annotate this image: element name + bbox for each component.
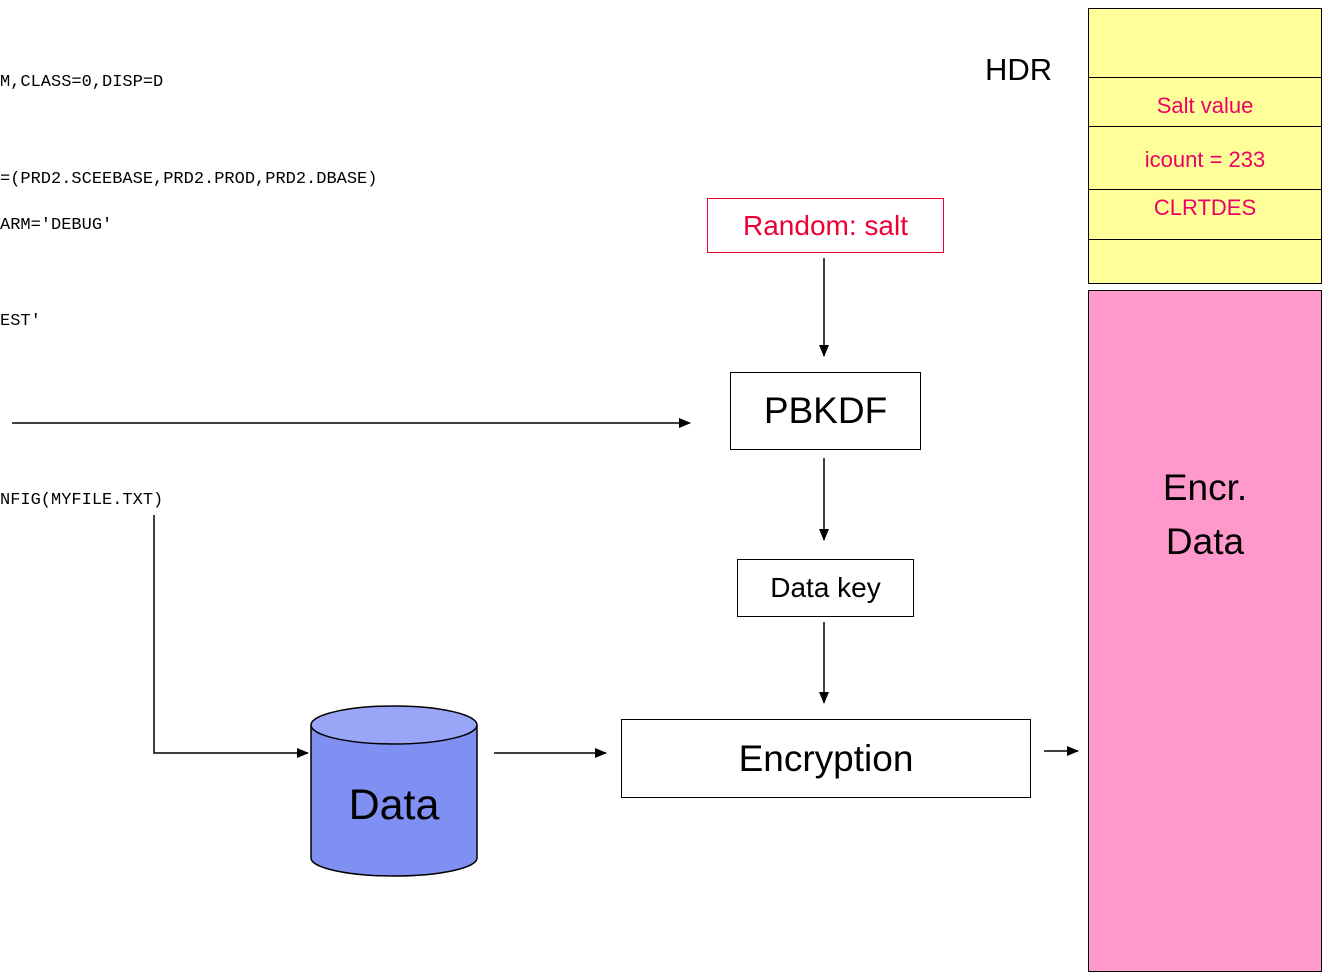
encrypted-data-panel: Encr. Data: [1088, 290, 1322, 972]
code-line-test: EST': [0, 312, 41, 331]
data-store-label: Data: [348, 781, 440, 829]
header-field-cipher: CLRTDES: [1153, 195, 1257, 220]
code-line-config: NFIG(MYFILE.TXT): [0, 491, 164, 510]
encrypted-data-label-line1: Encr.: [1162, 467, 1248, 508]
header-divider: [1089, 189, 1321, 190]
data-cylinder-icon: [310, 705, 478, 877]
header-divider: [1089, 126, 1321, 127]
arrow-config-to-data: [153, 515, 309, 758]
hdr-label: HDR: [985, 52, 1053, 87]
header-panel: Salt value icount = 233 CLRTDES: [1088, 8, 1322, 284]
header-field-salt: Salt value: [1156, 93, 1254, 118]
pbkdf-box: PBKDF: [730, 372, 921, 450]
header-divider: [1089, 239, 1321, 240]
code-line-disp: M,CLASS=0,DISP=D: [0, 73, 164, 92]
encrypted-data-label-line2: Data: [1165, 521, 1245, 562]
encryption-box: Encryption: [621, 719, 1031, 798]
header-divider: [1089, 77, 1321, 78]
code-line-steplib: =(PRD2.SCEEBASE,PRD2.PROD,PRD2.DBASE): [0, 170, 378, 189]
random-salt-box: Random: salt: [707, 198, 944, 253]
header-field-icount: icount = 233: [1144, 147, 1266, 172]
code-line-parm: ARM='DEBUG': [0, 216, 113, 235]
data-key-box: Data key: [737, 559, 914, 617]
